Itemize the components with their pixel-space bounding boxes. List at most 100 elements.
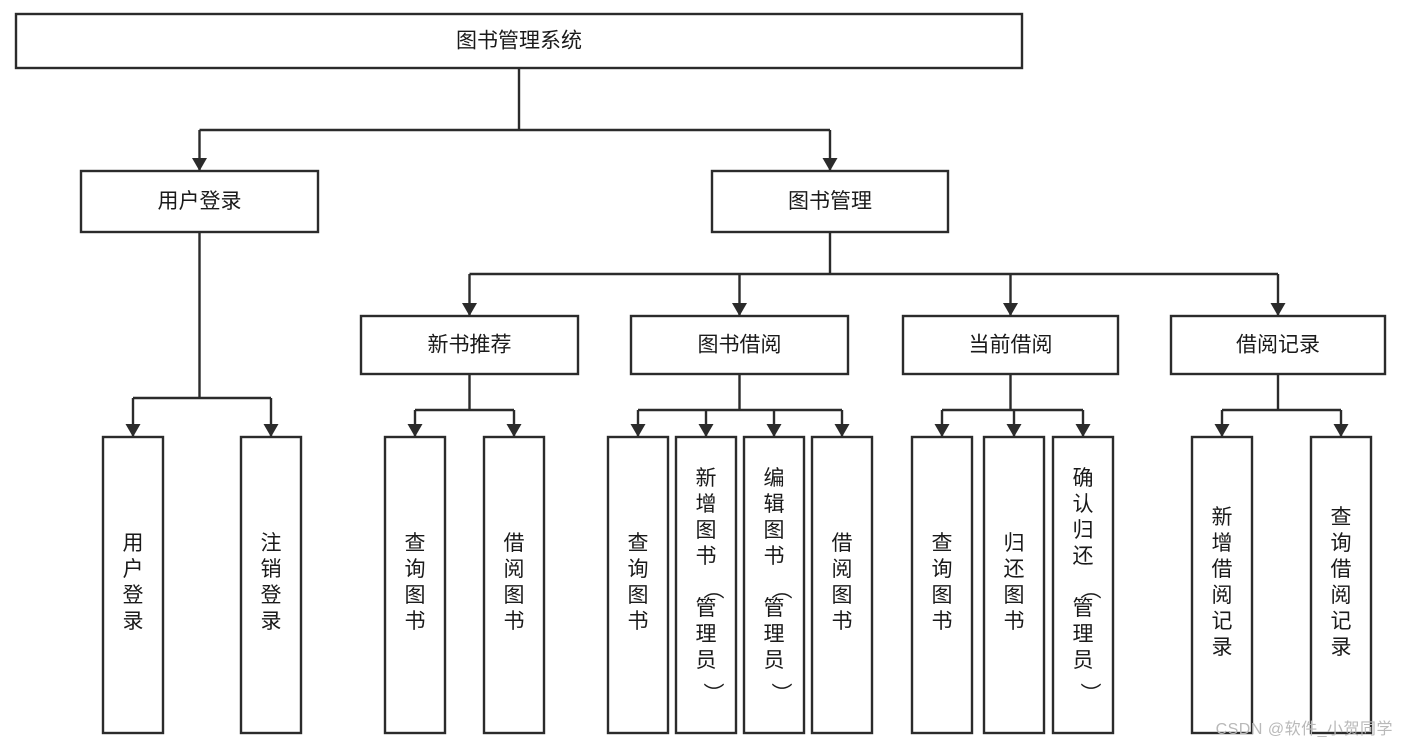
svg-text:图: 图 <box>628 584 649 607</box>
node-box-确认归还管理员[interactable] <box>1051 435 1115 735</box>
node-box-图书借阅[interactable] <box>629 314 850 376</box>
svg-text:书: 书 <box>932 610 953 633</box>
svg-text:归: 归 <box>1073 519 1094 542</box>
node-box-注销登录[interactable] <box>239 435 303 735</box>
node-box-当前借阅[interactable] <box>901 314 1120 376</box>
svg-text:书: 书 <box>832 610 853 633</box>
arrow-head-root-0 <box>192 158 207 171</box>
node-图书借阅[interactable]: 图书借阅 <box>629 314 850 376</box>
node-label-图书管理系统: 图书管理系统 <box>456 30 582 53</box>
svg-text:（: （ <box>1078 579 1101 600</box>
node-box-归还图书[interactable] <box>982 435 1046 735</box>
svg-text:用: 用 <box>123 532 144 555</box>
node-box-图书管理系统[interactable] <box>14 12 1024 70</box>
node-box-新增图书管理员[interactable] <box>674 435 738 735</box>
svg-text:书: 书 <box>628 610 649 633</box>
svg-text:编: 编 <box>764 467 785 490</box>
svg-text:）: ） <box>1078 683 1101 704</box>
node-box-查询图书[interactable] <box>606 435 670 735</box>
svg-text:查: 查 <box>628 532 649 555</box>
svg-text:辑: 辑 <box>764 493 785 516</box>
node-box-查询图书[interactable] <box>910 435 974 735</box>
svg-text:询: 询 <box>1331 532 1352 555</box>
svg-text:图: 图 <box>932 584 953 607</box>
svg-text:认: 认 <box>1073 493 1094 516</box>
node-label-图书管理: 图书管理 <box>788 190 872 213</box>
node-box-新增借阅记录[interactable] <box>1190 435 1254 735</box>
node-新书推荐[interactable]: 新书推荐 <box>359 314 580 376</box>
node-label-当前借阅: 当前借阅 <box>969 334 1053 357</box>
node-box-新书推荐[interactable] <box>359 314 580 376</box>
node-图书管理系统[interactable]: 图书管理系统 <box>14 12 1024 70</box>
node-借阅记录[interactable]: 借阅记录 <box>1169 314 1387 376</box>
svg-text:确: 确 <box>1073 467 1094 490</box>
arrow-head-lvl3-1-3 <box>834 424 850 437</box>
node-box-借阅图书[interactable] <box>482 435 546 735</box>
svg-text:询: 询 <box>932 558 953 581</box>
svg-text:图: 图 <box>1004 584 1025 607</box>
arrow-head-user-login-1 <box>263 424 279 437</box>
node-box-查询图书[interactable] <box>383 435 447 735</box>
node-box-用户登录[interactable] <box>79 169 320 234</box>
node-图书管理[interactable]: 图书管理 <box>710 169 950 234</box>
arrow-head-lvl3-2-1 <box>1006 424 1022 437</box>
svg-text:查: 查 <box>405 532 426 555</box>
node-box-借阅图书[interactable] <box>810 435 874 735</box>
svg-text:理: 理 <box>696 623 717 646</box>
svg-text:登: 登 <box>123 584 144 607</box>
svg-text:借: 借 <box>504 532 525 555</box>
svg-text:管: 管 <box>1073 597 1094 620</box>
svg-text:阅: 阅 <box>1212 584 1233 607</box>
svg-text:录: 录 <box>1331 636 1352 659</box>
svg-text:注: 注 <box>261 532 282 555</box>
arrow-head-lvl3-0-0 <box>407 424 423 437</box>
svg-text:）: ） <box>769 683 792 704</box>
svg-text:图: 图 <box>405 584 426 607</box>
node-box-用户登录[interactable] <box>101 435 165 735</box>
node-boxes: 图书管理系统用户登录图书管理新书推荐图书借阅当前借阅借阅记录用户登录注销登录查询… <box>14 12 1387 735</box>
svg-text:归: 归 <box>1004 532 1025 555</box>
arrow-head-lvl3-3-0 <box>1214 424 1230 437</box>
svg-text:录: 录 <box>123 610 144 633</box>
svg-text:图: 图 <box>764 519 785 542</box>
connector-lines <box>125 68 1349 437</box>
svg-text:增: 增 <box>1212 532 1233 555</box>
node-当前借阅[interactable]: 当前借阅 <box>901 314 1120 376</box>
svg-text:借: 借 <box>1331 558 1352 581</box>
svg-text:登: 登 <box>261 584 282 607</box>
svg-text:还: 还 <box>1004 558 1025 581</box>
svg-text:员: 员 <box>764 649 785 672</box>
node-label-图书借阅: 图书借阅 <box>698 334 782 357</box>
node-用户登录[interactable]: 用户登录 <box>101 435 165 735</box>
node-label-新书推荐: 新书推荐 <box>428 334 512 357</box>
node-box-借阅记录[interactable] <box>1169 314 1387 376</box>
node-box-图书管理[interactable] <box>710 169 950 234</box>
node-box-查询借阅记录[interactable] <box>1309 435 1373 735</box>
node-用户登录[interactable]: 用户登录 <box>79 169 320 234</box>
node-box-编辑图书管理员[interactable] <box>742 435 806 735</box>
arrow-head-book-mgmt-2 <box>1003 303 1018 316</box>
arrow-head-lvl3-2-2 <box>1075 424 1091 437</box>
svg-text:户: 户 <box>123 558 144 581</box>
